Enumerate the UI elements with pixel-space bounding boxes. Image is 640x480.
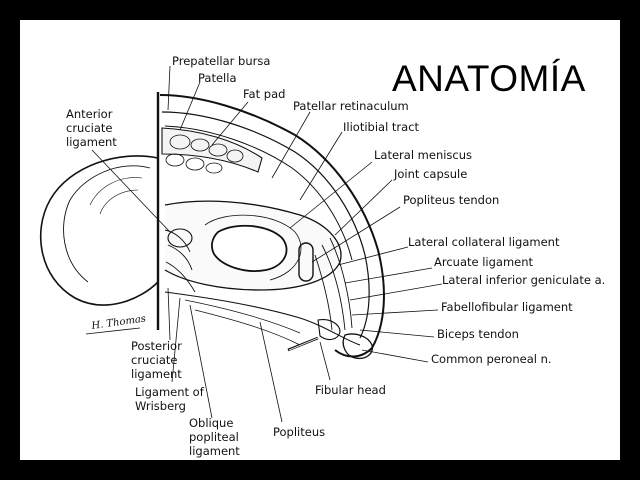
label-oblique-popliteal-line3: ligament	[189, 444, 240, 458]
label-anterior-cruciate-line1: Anterior	[66, 107, 113, 121]
retinaculum-layer	[164, 125, 353, 261]
slide-title: ANATOMÍA	[392, 58, 586, 99]
label-joint-capsule: Joint capsule	[393, 167, 467, 181]
label-patellar-retinaculum: Patellar retinaculum	[293, 99, 409, 113]
leader-lines	[91, 65, 443, 423]
label-posterior-cruciate-line2: cruciate	[131, 353, 178, 367]
label-arcuate-ligament: Arcuate ligament	[434, 255, 534, 269]
label-iliotibial-tract: Iliotibial tract	[343, 120, 420, 134]
condyle-shading	[89, 177, 143, 215]
label-anterior-cruciate-line2: cruciate	[66, 121, 113, 135]
label-popliteus: Popliteus	[273, 425, 325, 439]
peroneal-nerve-stub-inner	[288, 337, 319, 351]
label-oblique-popliteal-line1: Oblique	[189, 416, 233, 430]
label-lateral-collateral-ligament: Lateral collateral ligament	[408, 235, 560, 249]
meniscus-inner	[204, 214, 302, 281]
label-patella: Patella	[198, 71, 237, 85]
inner-capsule	[161, 111, 370, 339]
label-oblique-popliteal-line2: popliteal	[189, 430, 239, 444]
label-prepatellar-bursa: Prepatellar bursa	[172, 54, 270, 68]
label-fat-pad: Fat pad	[243, 87, 285, 101]
label-common-peroneal: Common peroneal n.	[431, 352, 552, 366]
label-lateral-meniscus: Lateral meniscus	[374, 148, 472, 162]
diagram-labels: Prepatellar bursa Patella Fat pad Patell…	[66, 54, 605, 458]
label-biceps-tendon: Biceps tendon	[437, 327, 519, 341]
acl-stump	[167, 228, 193, 248]
label-anterior-cruciate-line3: ligament	[66, 135, 117, 149]
central-opening	[211, 224, 288, 272]
label-lateral-inferior-geniculate: Lateral inferior geniculate a.	[442, 273, 605, 287]
femoral-condyle	[39, 155, 159, 306]
knee-anatomy-diagram: H. Thomas Prepatellar bursa Patella Fat …	[39, 54, 605, 458]
fibular-head-shape	[317, 319, 341, 341]
knee-illustration	[39, 92, 385, 360]
patella-region	[161, 127, 263, 173]
signature-underline	[85, 327, 141, 335]
condyle-contour	[63, 165, 151, 283]
label-fabellofibular-ligament: Fabellofibular ligament	[441, 300, 573, 314]
artist-signature: H. Thomas	[90, 313, 147, 332]
popliteus-tendon-shape	[298, 242, 314, 282]
popliteus-muscle	[184, 299, 301, 346]
label-fibular-head: Fibular head	[315, 383, 386, 397]
label-popliteus-tendon: Popliteus tendon	[403, 193, 499, 207]
posterior-tissues	[164, 291, 361, 346]
cruciate-bundle	[164, 229, 196, 293]
label-wrisberg-line1: Ligament of	[135, 385, 205, 399]
slide: ANATOMÍA	[20, 20, 620, 460]
label-posterior-cruciate-line1: Posterior	[131, 339, 182, 353]
label-posterior-cruciate-line3: ligament	[131, 367, 182, 381]
fat-pad-lobules	[165, 134, 244, 174]
outer-capsule	[159, 94, 385, 358]
label-wrisberg-line2: Wrisberg	[135, 399, 186, 413]
biceps-tendon-shape	[342, 333, 373, 360]
